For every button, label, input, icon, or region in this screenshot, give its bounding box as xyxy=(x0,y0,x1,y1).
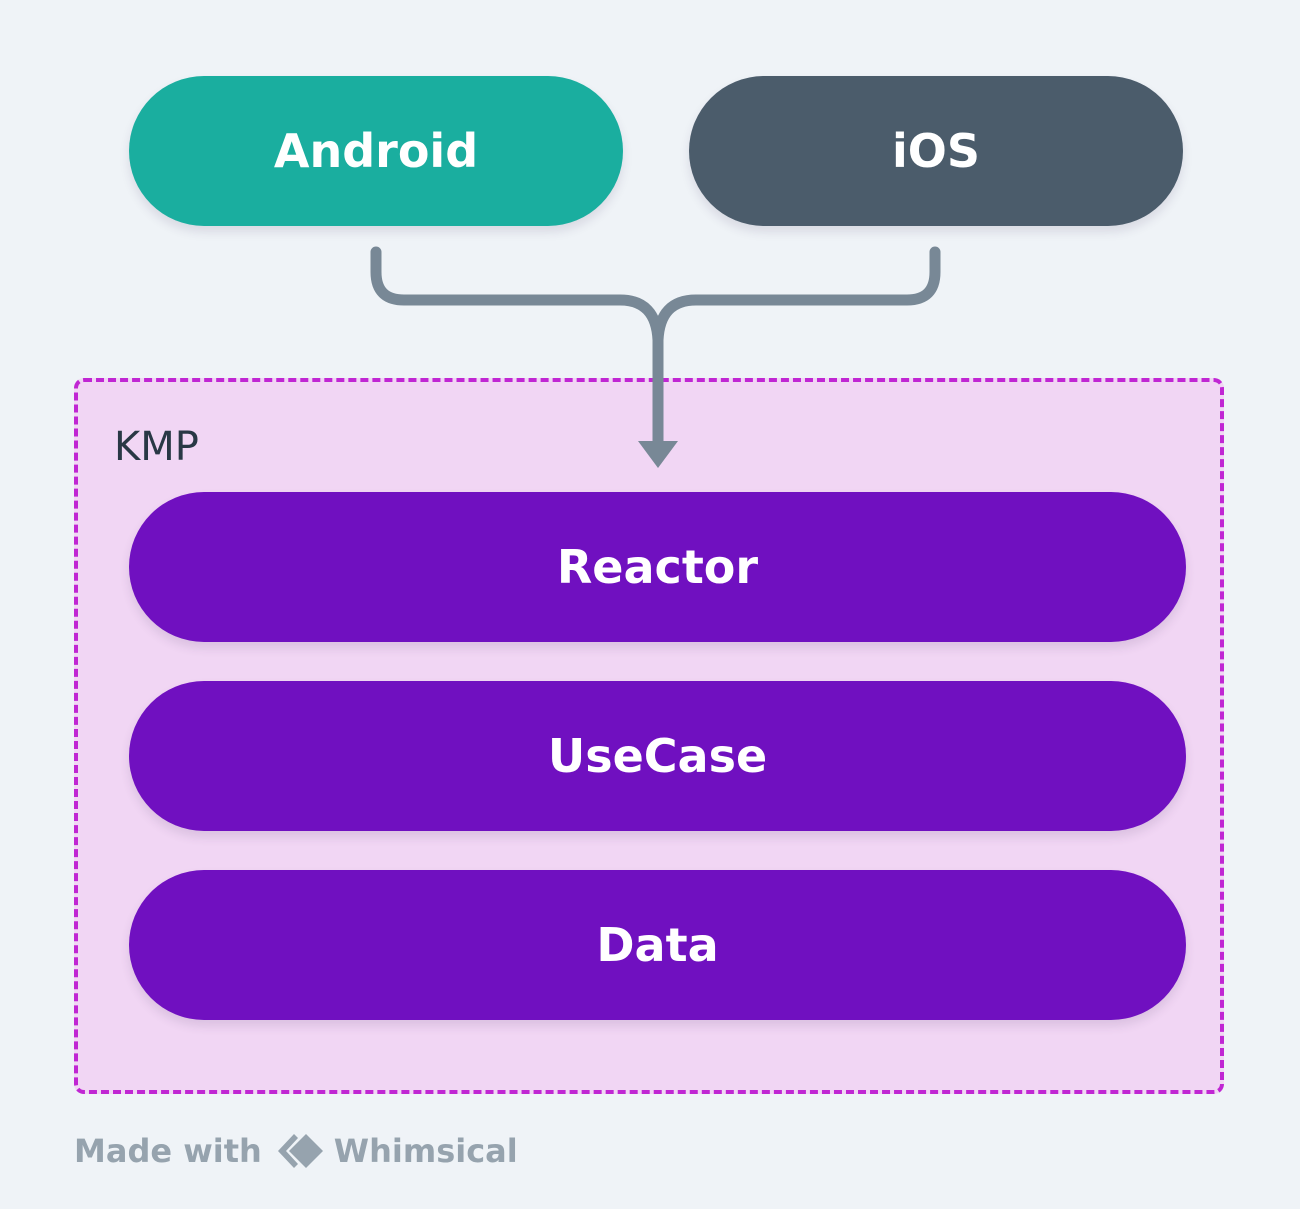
android-node-label: Android xyxy=(273,124,479,178)
reactor-layer-label: Reactor xyxy=(556,540,759,594)
data-layer-label: Data xyxy=(596,918,719,972)
made-with-whimsical-footer[interactable]: Made with Whimsical xyxy=(74,1132,518,1170)
made-with-text: Made with xyxy=(74,1132,262,1170)
ios-node-label: iOS xyxy=(891,124,980,178)
reactor-layer[interactable]: Reactor xyxy=(129,492,1186,642)
kmp-group-label: KMP xyxy=(114,424,199,470)
whimsical-logo-icon xyxy=(277,1134,323,1168)
connector-line-android xyxy=(370,246,664,346)
whimsical-brand-text: Whimsical xyxy=(333,1132,518,1170)
android-node[interactable]: Android xyxy=(129,76,623,226)
usecase-layer-label: UseCase xyxy=(547,729,768,783)
ios-node[interactable]: iOS xyxy=(689,76,1183,226)
usecase-layer[interactable]: UseCase xyxy=(129,681,1186,831)
connector-line-ios xyxy=(652,246,941,346)
data-layer[interactable]: Data xyxy=(129,870,1186,1020)
